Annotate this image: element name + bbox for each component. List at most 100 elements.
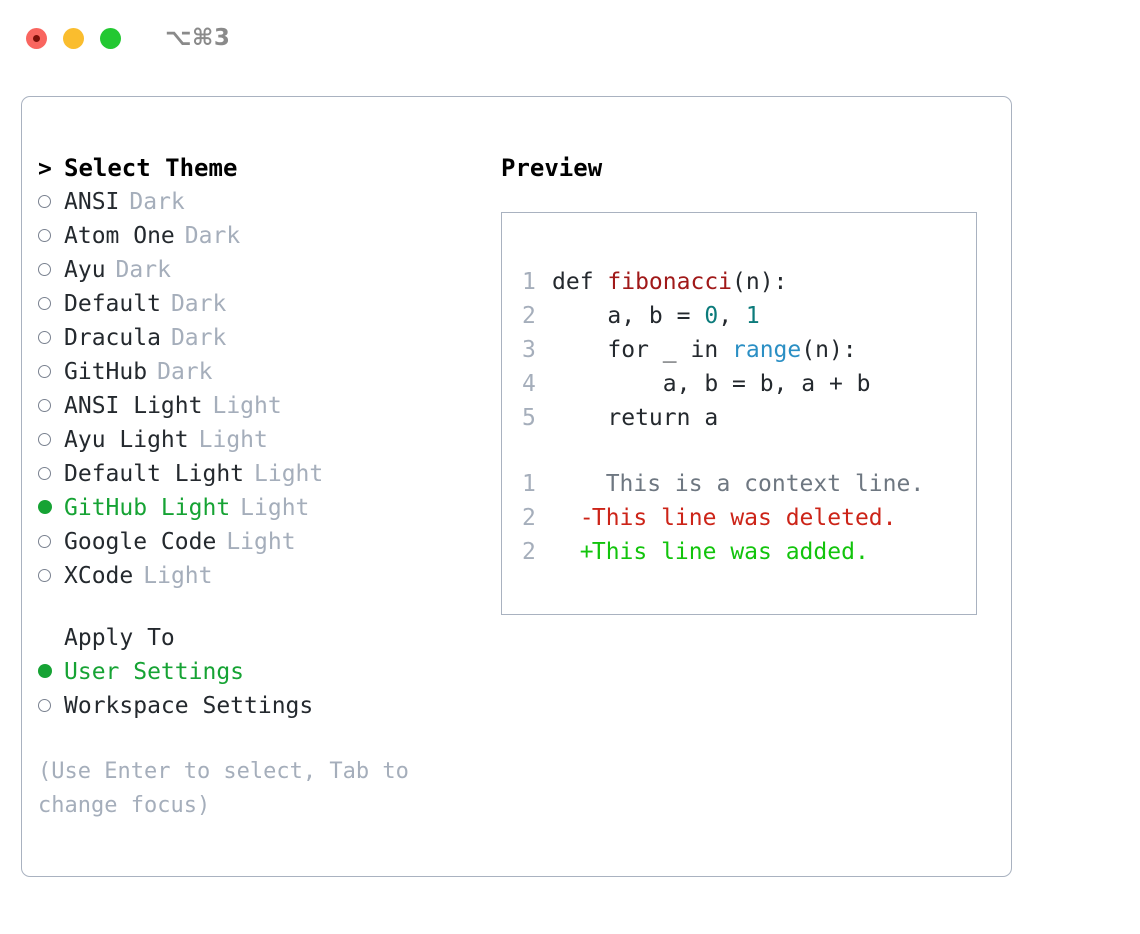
diff-text: This line was added. (578, 539, 869, 565)
line-number: 2 (522, 539, 536, 565)
radio-marker (38, 219, 64, 253)
theme-option-label: ANSI Light (64, 393, 203, 419)
radio-marker (38, 185, 64, 219)
radio-marker (38, 355, 64, 389)
theme-list-header: > Select Theme (38, 151, 478, 185)
code-line: 2 a, b = 0, 1 (522, 299, 871, 333)
radio-unselected-icon (38, 331, 51, 344)
radio-unselected-icon (38, 399, 51, 412)
radio-marker (38, 389, 64, 423)
theme-option-label: Atom One (64, 223, 175, 249)
radio-marker (38, 253, 64, 287)
close-button-icon[interactable] (26, 27, 47, 49)
radio-marker (38, 525, 64, 559)
theme-option[interactable]: Ayu Light Light (38, 423, 478, 457)
theme-option-variant: Dark (129, 189, 185, 215)
theme-list-title: Select Theme (64, 154, 238, 182)
theme-option-variant: Dark (184, 223, 241, 249)
theme-option[interactable]: GitHub Light Light (38, 491, 478, 525)
radio-unselected-icon (38, 569, 51, 582)
code-token-fn: fibonacci (607, 269, 733, 295)
keyboard-shortcut-label: ⌥⌘3 (165, 25, 231, 51)
line-number: 3 (522, 337, 536, 363)
theme-option[interactable]: ANSI Dark (38, 185, 478, 219)
theme-option-label: ANSI (64, 189, 120, 215)
diff-sign-icon: + (552, 539, 594, 565)
code-token-num: 1 (745, 303, 760, 329)
radio-marker (38, 423, 64, 457)
minimize-button-icon[interactable] (63, 27, 84, 49)
traffic-light-group (26, 27, 121, 49)
theme-option[interactable]: Atom One Dark (38, 219, 478, 253)
diff-text: This line was deleted. (578, 505, 897, 531)
code-token-plain: a, b = b, a + b (552, 371, 871, 397)
theme-option[interactable]: GitHub Dark (38, 355, 478, 389)
radio-unselected-icon (38, 229, 51, 242)
theme-option-variant: Dark (157, 359, 213, 385)
code-token-num: 0 (704, 303, 719, 329)
diff-line-del: 2 - This line was deleted. (522, 501, 924, 535)
line-number: 2 (522, 505, 536, 531)
preview-title: Preview (501, 154, 603, 182)
code-token-plain: a, b = (552, 303, 705, 329)
theme-option[interactable]: XCode Light (38, 559, 478, 593)
theme-option[interactable]: Default Dark (38, 287, 478, 321)
maximize-button-icon[interactable] (100, 27, 121, 49)
theme-option-variant: Dark (170, 325, 227, 351)
apply-to-option[interactable]: Workspace Settings (38, 689, 478, 723)
apply-to-option[interactable]: User Settings (38, 655, 478, 689)
radio-marker (38, 559, 64, 593)
theme-option-label: Ayu Light (64, 427, 189, 453)
title-bar: ⌥⌘3 (0, 0, 1140, 76)
radio-unselected-icon (38, 467, 51, 480)
radio-unselected-icon (38, 699, 51, 712)
theme-option-label: GitHub (64, 359, 148, 385)
theme-option-variant: Light (226, 529, 296, 555)
radio-unselected-icon (38, 297, 51, 310)
theme-option-variant: Light (143, 563, 213, 589)
preview-column: Preview 1 def fibonacci(n): 2 a, b = 0, 1 3… (501, 151, 1001, 615)
radio-unselected-icon (38, 535, 51, 548)
theme-option-variant: Dark (115, 257, 171, 283)
radio-marker (38, 491, 64, 525)
theme-option-variant: Light (254, 461, 324, 487)
theme-option-label: XCode (64, 563, 134, 589)
theme-option-label: Default (64, 291, 161, 317)
code-token-plain: (n): (732, 269, 788, 295)
code-token-plain: def (552, 269, 608, 295)
theme-option-variant: Light (198, 427, 268, 453)
diff-sign-icon (552, 467, 578, 501)
line-number: 5 (522, 405, 536, 431)
keyboard-hint: (Use Enter to select, Tab to change focu… (38, 759, 409, 818)
apply-to-option-label: User Settings (64, 659, 245, 685)
diff-sample: 1 This is a context line.2 - This line w… (522, 467, 924, 569)
theme-option-variant: Light (240, 495, 310, 521)
diff-line-context: 1 This is a context line. (522, 467, 924, 501)
theme-option-variant: Dark (170, 291, 227, 317)
list-spacer (38, 593, 478, 621)
line-number: 1 (522, 269, 536, 295)
radio-selected-icon (38, 500, 52, 514)
diff-text: This is a context line. (578, 471, 925, 497)
diff-sign-icon: - (552, 505, 594, 531)
radio-selected-icon (38, 664, 52, 678)
radio-marker (38, 321, 64, 355)
radio-unselected-icon (38, 365, 51, 378)
radio-marker (38, 655, 64, 689)
code-token-builtin: range (732, 337, 802, 363)
apply-to-option-label: Workspace Settings (64, 693, 314, 719)
theme-option-label: GitHub Light (64, 495, 231, 521)
code-line: 5 return a (522, 401, 871, 435)
